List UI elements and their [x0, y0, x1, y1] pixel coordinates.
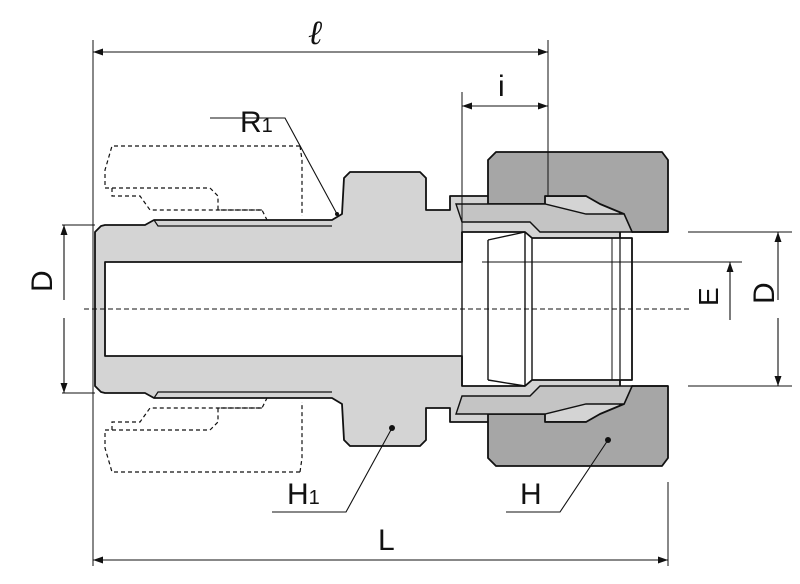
bore-e-label: E [693, 287, 724, 306]
nut-h-label: H [520, 478, 542, 511]
extension-lines [62, 40, 792, 566]
leaders [210, 117, 609, 513]
overall-ell-label: ℓ [308, 15, 322, 52]
mating-port-outline [104, 145, 303, 473]
dimension-lines [60, 48, 782, 564]
hex-h1-label: H1 [287, 478, 320, 511]
insertion-i-label: i [498, 70, 505, 103]
ferrules [455, 203, 634, 415]
thread-r1-label: R1 [240, 106, 273, 139]
tube-d-right-label: D [748, 282, 781, 304]
length-l-label: L [378, 524, 395, 557]
tube-d-left-label: D [26, 270, 59, 292]
